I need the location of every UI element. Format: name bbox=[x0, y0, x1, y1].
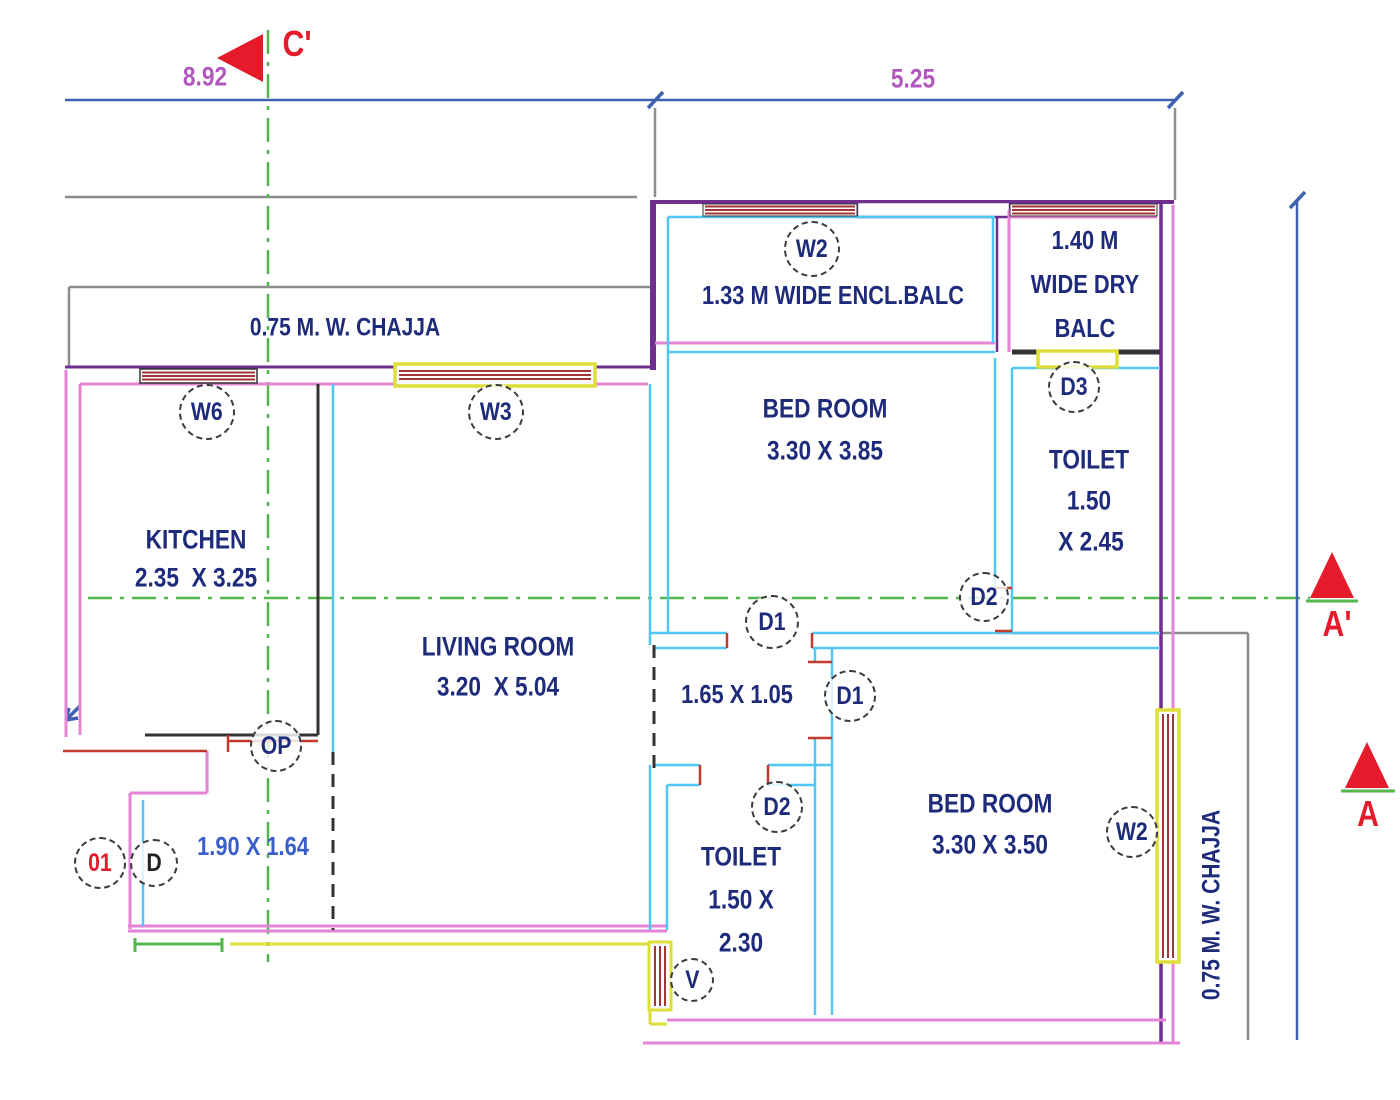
door-tag-d1-top: D1 bbox=[745, 595, 799, 649]
dry-balc-label-3: BALC bbox=[1054, 313, 1116, 343]
dim-top-right: 5.25 bbox=[890, 63, 936, 94]
toilet2-size-1: 1.50 X bbox=[708, 884, 774, 915]
bedroom2-size: 3.30 X 3.50 bbox=[931, 829, 1049, 860]
window-tag-w2-top: W2 bbox=[784, 221, 840, 277]
bedroom2-name: BED ROOM bbox=[927, 788, 1053, 819]
kitchen-name: KITCHEN bbox=[145, 524, 247, 555]
dry-balc-label-2: WIDE DRY bbox=[1030, 269, 1140, 299]
dry-balc-label-1: 1.40 M bbox=[1051, 225, 1119, 255]
opening-tag-op: OP bbox=[250, 720, 302, 772]
window-tag-w6: W6 bbox=[179, 384, 235, 440]
door-tag-01: 01 bbox=[74, 837, 126, 889]
door-tag-d: D bbox=[130, 839, 178, 887]
window-tag-w3: W3 bbox=[468, 384, 524, 440]
dim-top-left: 8.92 bbox=[182, 61, 228, 92]
lobby-size: 1.90 X 1.64 bbox=[197, 831, 309, 861]
encl-balc-label: 1.33 M WIDE ENCL.BALC bbox=[701, 280, 965, 310]
kitchen-size: 2.35 X 3.25 bbox=[134, 562, 258, 593]
door-tag-d1-side: D1 bbox=[824, 670, 876, 722]
living-name: LIVING ROOM bbox=[421, 631, 575, 662]
toilet2-size-2: 2.30 bbox=[718, 927, 764, 958]
toilet1-size-2: X 2.45 bbox=[1058, 526, 1124, 557]
section-marker-c: C' bbox=[282, 23, 312, 64]
bedroom1-name: BED ROOM bbox=[762, 393, 888, 424]
section-marker-a: A bbox=[1357, 793, 1379, 834]
door-tag-d2-bottom: D2 bbox=[751, 781, 803, 833]
door-tag-d3: D3 bbox=[1048, 361, 1100, 413]
window-tag-w2-right: W2 bbox=[1106, 806, 1158, 858]
passage-size: 1.65 X 1.05 bbox=[681, 679, 793, 709]
bedroom1-size: 3.30 X 3.85 bbox=[766, 435, 884, 466]
living-size: 3.20 X 5.04 bbox=[436, 671, 560, 702]
chajja-right-label: 0.75 M. W. CHAJJA bbox=[1197, 809, 1226, 1001]
section-marker-a-prime: A' bbox=[1322, 603, 1352, 644]
ventilator-tag-v: V bbox=[670, 958, 714, 1002]
toilet1-name: TOILET bbox=[1048, 444, 1130, 475]
door-tag-d2-top: D2 bbox=[959, 572, 1009, 622]
toilet2-name: TOILET bbox=[700, 841, 782, 872]
toilet1-size-1: 1.50 bbox=[1066, 485, 1112, 516]
chajja-top-label: 0.75 M. W. CHAJJA bbox=[249, 313, 441, 342]
